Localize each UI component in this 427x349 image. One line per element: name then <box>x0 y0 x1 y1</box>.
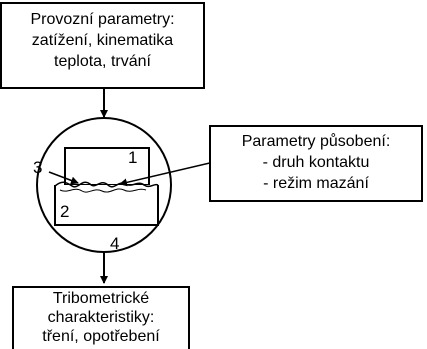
contact-interface-lower <box>59 188 147 193</box>
tribosystem-circle <box>36 117 172 253</box>
action-params-box: Parametry působení: - druh kontaktu - re… <box>209 125 423 202</box>
action-params-line-3: - režim mazání <box>263 175 369 192</box>
body-1-label: 1 <box>128 148 138 167</box>
tribometric-line-3: tření, opotřebení <box>42 328 160 345</box>
operating-params-line-2: zatížení, kinematika <box>31 32 174 49</box>
operating-params-line-3: teplota, trvání <box>54 53 151 70</box>
body-2-label: 2 <box>60 202 70 221</box>
tribometric-text: Tribometrické charakteristiky: tření, op… <box>14 289 188 346</box>
operating-params-text: Provozní parametry: zatížení, kinematika… <box>2 9 203 72</box>
body-2-rect <box>54 185 159 226</box>
label-3-pointer <box>48 171 79 185</box>
operating-params-title: Provozní parametry: <box>30 11 175 28</box>
interface-medium-label: 3 <box>33 158 43 177</box>
contact-interface <box>54 181 159 188</box>
action-params-title: Parametry působení: <box>241 133 391 150</box>
action-params-text: Parametry působení: - druh kontaktu - re… <box>211 131 421 194</box>
tribometric-title: Tribometrické <box>52 290 150 307</box>
operating-params-box: Provozní parametry: zatížení, kinematika… <box>0 2 205 89</box>
tribometric-line-2: charakteristiky: <box>47 309 155 326</box>
environment-label: 4 <box>110 234 120 253</box>
tribometric-box: Tribometrické charakteristiky: tření, op… <box>12 286 190 349</box>
action-params-line-2: - druh kontaktu <box>262 154 370 171</box>
